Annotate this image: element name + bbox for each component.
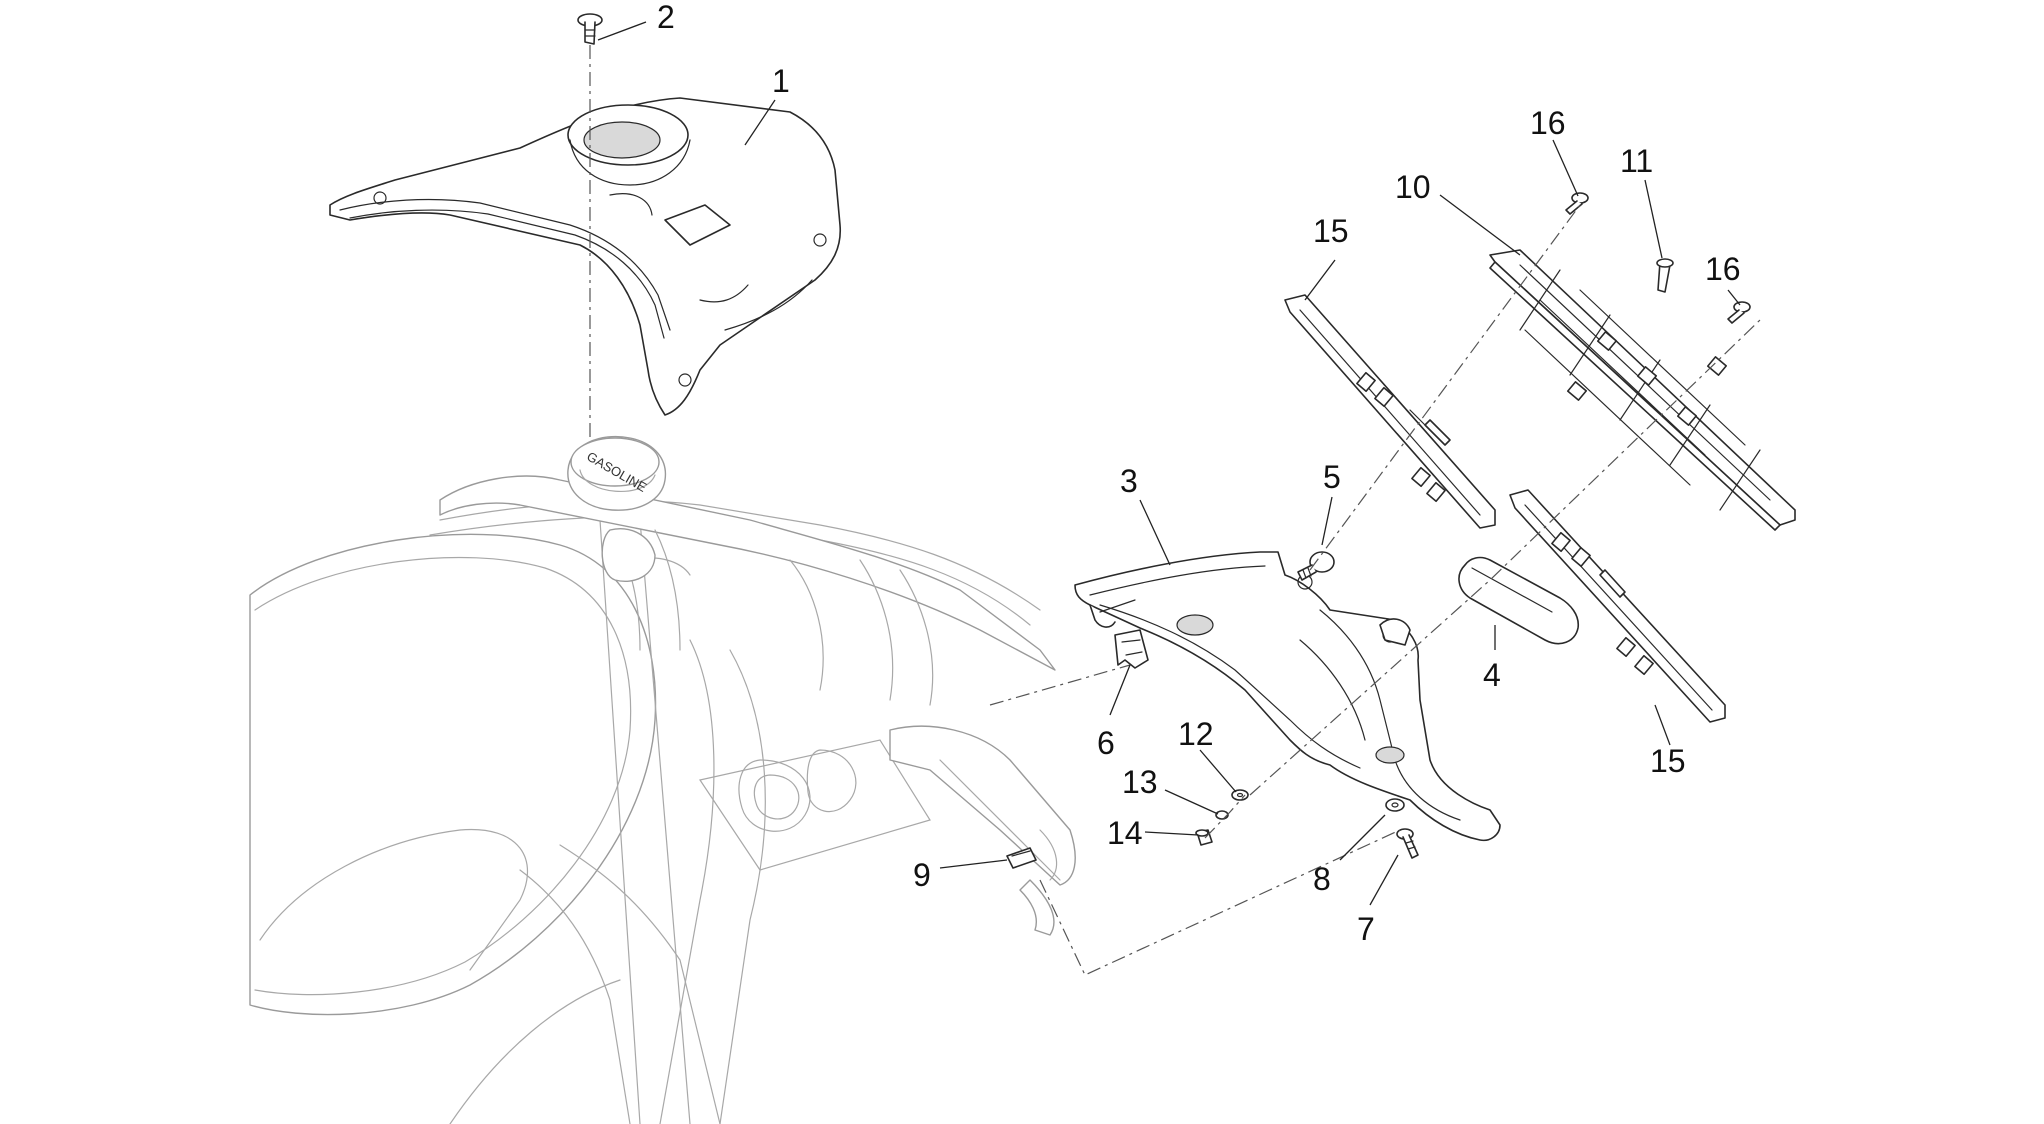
callout-1: 1	[772, 63, 790, 99]
callout-7: 7	[1357, 911, 1375, 947]
callout-16-lower: 16	[1705, 251, 1741, 287]
part-2-screw	[577, 13, 603, 45]
callout-9: 9	[913, 857, 931, 893]
callout-6: 6	[1097, 725, 1115, 761]
callout-16-upper: 16	[1530, 105, 1566, 141]
part-6-speed-nut	[1114, 629, 1149, 669]
part-15-spacer-upper	[1284, 294, 1496, 529]
callout-14: 14	[1107, 815, 1143, 851]
callout-numbers: 1 2 3 4 5 6 7 8 9 10 11 12 13 14 15 15 1…	[657, 0, 1741, 947]
part-11-pin	[1656, 258, 1674, 293]
part-10-plate-bracket	[1489, 249, 1796, 531]
part-8-washer	[1385, 798, 1405, 812]
callout-10: 10	[1395, 169, 1431, 205]
part-13-ring	[1215, 810, 1229, 820]
callout-15-lower: 15	[1650, 743, 1686, 779]
part-7-screw	[1396, 828, 1419, 859]
part-16-screw-upper	[1565, 192, 1589, 215]
callout-5: 5	[1323, 459, 1341, 495]
part-3-plate-holder	[1074, 551, 1501, 842]
assembly-centerlines	[589, 45, 1761, 976]
callout-15-upper: 15	[1313, 213, 1349, 249]
fuel-cap: GASOLINE	[567, 435, 667, 582]
part-15-spacer-lower	[1509, 489, 1726, 723]
part-14-plug	[1195, 829, 1213, 846]
callout-12: 12	[1178, 716, 1214, 752]
callout-11: 11	[1620, 143, 1653, 179]
callout-13: 13	[1122, 764, 1158, 800]
part-16-screw-lower	[1727, 301, 1751, 324]
scooter-frame	[249, 475, 1076, 1124]
part-1-top-cover	[329, 97, 842, 416]
part-4-reflector	[1458, 556, 1580, 645]
callout-8: 8	[1313, 861, 1331, 897]
callout-2: 2	[657, 0, 675, 35]
part-9-clip	[1006, 847, 1037, 869]
part-5-bolt	[1297, 551, 1335, 581]
leader-lines	[597, 21, 1741, 906]
callout-3: 3	[1120, 463, 1138, 499]
callout-4: 4	[1483, 657, 1501, 693]
part-12-washer	[1231, 789, 1249, 801]
